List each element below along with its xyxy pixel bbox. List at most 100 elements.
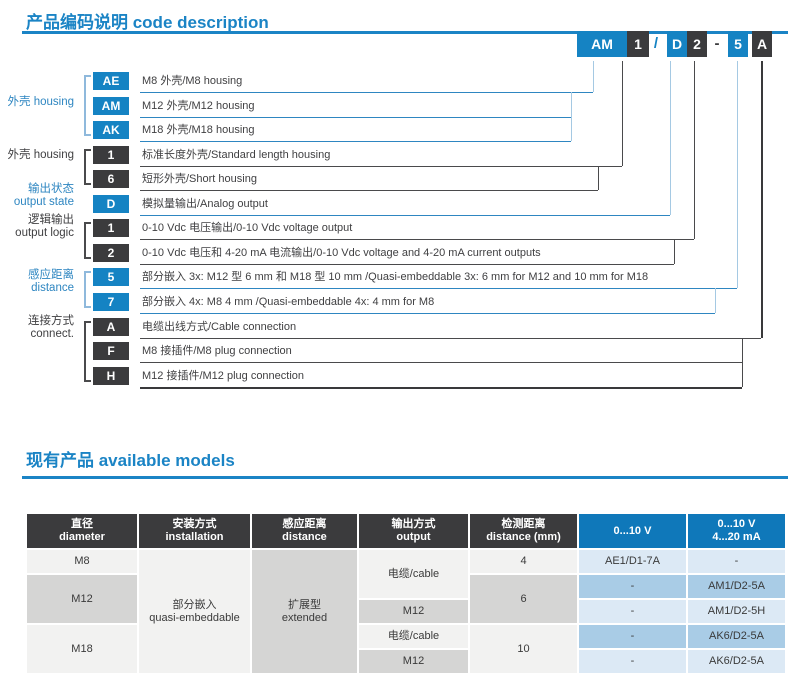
group-label-connection: 连接方式 connect. bbox=[28, 315, 74, 340]
connector-line bbox=[140, 141, 571, 142]
code-box: F bbox=[93, 342, 129, 360]
table-row: M18 电缆/cable 10 - AK6/D2-5A bbox=[27, 625, 785, 673]
model-cell: - bbox=[579, 625, 686, 648]
model-cell: AM1/D2-5A bbox=[688, 575, 785, 598]
row-description: 0-10 Vdc 电压和 4-20 mA 电流输出/0-10 Vdc volta… bbox=[142, 247, 541, 259]
row-description: 部分嵌入 4x: M8 4 mm /Quasi-embeddable 4x: 4… bbox=[142, 296, 435, 308]
connector-line bbox=[670, 61, 671, 215]
row-description: 0-10 Vdc 电压输出/0-10 Vdc voltage output bbox=[142, 222, 353, 234]
connector-line bbox=[598, 166, 599, 190]
code-box: H bbox=[93, 367, 129, 385]
model-cell: AK6/D2-5A bbox=[688, 650, 785, 673]
model-cell: - bbox=[579, 600, 686, 623]
connector-line bbox=[761, 61, 763, 338]
cell-detect-distance: 4 bbox=[470, 550, 577, 573]
code-segment-connection: A bbox=[752, 31, 772, 57]
column-header-0-10v: 0...10 V bbox=[579, 514, 686, 548]
connector-line bbox=[593, 61, 594, 92]
code-segment-output-logic: 2 bbox=[687, 31, 707, 57]
code-box: 1 bbox=[93, 146, 129, 164]
group-label-housing-length: 外壳 housing bbox=[7, 149, 74, 161]
cell-output: 电缆/cable bbox=[359, 550, 468, 598]
code-separator-slash: / bbox=[653, 35, 659, 52]
model-cell: AM1/D2-5H bbox=[688, 600, 785, 623]
code-box: A bbox=[93, 318, 129, 336]
row-description: M8 接插件/M8 plug connection bbox=[142, 345, 292, 357]
row-description: 标准长度外壳/Standard length housing bbox=[142, 149, 331, 161]
row-description: M12 外壳/M12 housing bbox=[142, 100, 255, 112]
row-description: M18 外壳/M18 housing bbox=[142, 124, 255, 136]
code-box: AM bbox=[93, 97, 129, 115]
connector-line bbox=[571, 92, 572, 141]
code-segment-output-state: D bbox=[667, 31, 687, 57]
row-description: 模拟量输出/Analog output bbox=[142, 198, 268, 210]
connector-line bbox=[140, 190, 598, 191]
group-bracket bbox=[84, 222, 91, 259]
cell-output: M12 bbox=[359, 650, 468, 673]
group-bracket bbox=[84, 149, 91, 185]
table-row: M12 - AK6/D2-5A bbox=[27, 650, 785, 673]
code-box: 5 bbox=[93, 268, 129, 286]
connector-line bbox=[140, 338, 761, 339]
connector-line bbox=[140, 117, 571, 118]
connector-line bbox=[622, 61, 623, 166]
cell-diameter: M18 bbox=[27, 625, 137, 673]
cell-diameter: M12 bbox=[27, 575, 137, 623]
model-cell: AE1/D1-7A bbox=[579, 550, 686, 573]
code-box: 6 bbox=[93, 170, 129, 188]
connector-line bbox=[140, 288, 737, 289]
group-label-output-state: 输出状态 output state bbox=[13, 183, 74, 208]
model-cell: - bbox=[579, 575, 686, 598]
row-description: M12 接插件/M12 plug connection bbox=[142, 370, 305, 382]
code-box: AE bbox=[93, 72, 129, 90]
cell-diameter: M8 bbox=[27, 550, 137, 573]
section-rule bbox=[22, 31, 788, 34]
cell-output: 电缆/cable bbox=[359, 625, 468, 648]
code-segment-distance: 5 bbox=[728, 31, 748, 57]
row-description: 电缆出线方式/Cable connection bbox=[142, 321, 297, 333]
connector-line bbox=[140, 362, 742, 363]
code-segment-housing: AM bbox=[577, 31, 627, 57]
group-label-distance: 感应距离 distance bbox=[28, 269, 74, 294]
code-box: D bbox=[93, 195, 129, 213]
connector-line bbox=[140, 264, 674, 265]
group-label-output-logic: 逻辑输出 output logic bbox=[15, 214, 74, 239]
code-box: 2 bbox=[93, 244, 129, 262]
table-row: M12 6 - AM1/D2-5A bbox=[27, 575, 785, 623]
section-rule bbox=[22, 476, 788, 479]
model-cell: - bbox=[688, 550, 785, 573]
connector-line bbox=[674, 239, 675, 264]
connector-line bbox=[140, 387, 742, 389]
cell-output: M12 bbox=[359, 600, 468, 623]
table-row: M12 - AM1/D2-5H bbox=[27, 600, 785, 623]
available-models-title: 现有产品 available models bbox=[26, 451, 235, 470]
connector-line bbox=[140, 215, 670, 216]
cell-detect-distance: 6 bbox=[470, 575, 577, 623]
code-segment-length: 1 bbox=[627, 31, 649, 57]
group-bracket bbox=[84, 75, 91, 136]
connector-line bbox=[715, 288, 716, 313]
connector-line bbox=[737, 61, 738, 288]
group-bracket bbox=[84, 271, 91, 308]
code-box: AK bbox=[93, 121, 129, 139]
code-box: 7 bbox=[93, 293, 129, 311]
connector-line bbox=[140, 166, 622, 167]
code-separator-dash: - bbox=[714, 35, 720, 52]
connector-line bbox=[140, 92, 593, 93]
row-description: M8 外壳/M8 housing bbox=[142, 75, 243, 87]
model-cell: AK6/D2-5A bbox=[688, 625, 785, 648]
connector-line bbox=[742, 338, 743, 387]
row-description: 部分嵌入 3x: M12 型 6 mm 和 M18 型 10 mm /Quasi… bbox=[142, 271, 649, 283]
connector-line bbox=[140, 239, 694, 240]
